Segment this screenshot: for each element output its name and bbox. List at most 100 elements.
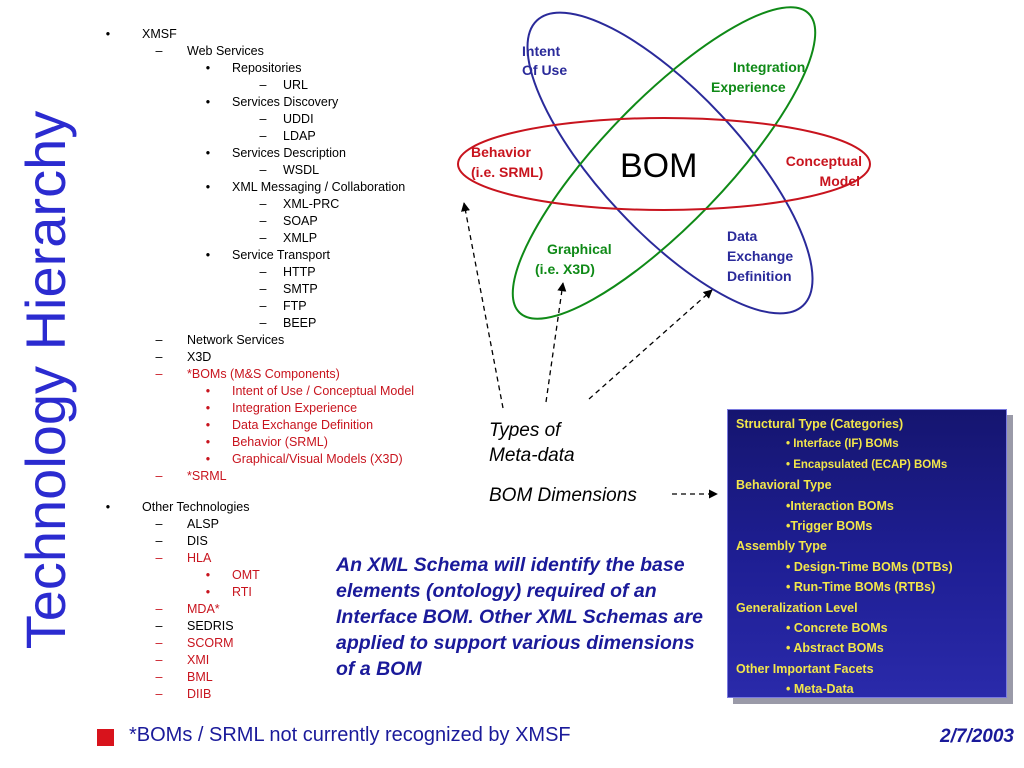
- dash-icon: –: [155, 670, 163, 684]
- outline-item: •Other Technologies: [98, 499, 448, 516]
- bullet-icon: •: [205, 435, 211, 449]
- dash-icon: –: [155, 619, 163, 633]
- integration-label-line1: Integration: [733, 59, 805, 75]
- bullet-icon: •: [205, 384, 211, 398]
- outline-item: – DIIB: [98, 686, 448, 703]
- bom-center-label: BOM: [620, 147, 697, 185]
- outline-item-text: WSDL: [283, 163, 320, 177]
- outline-item: –MDA*: [98, 601, 448, 618]
- outline-item-text: SCORM: [187, 636, 234, 650]
- outline-item: – SOAP: [98, 213, 448, 230]
- outline-item-text: *SRML: [187, 469, 227, 483]
- outline-item: –ALSP: [98, 516, 448, 533]
- outline-item: •RTI: [98, 584, 448, 601]
- outline-item: – Network Services: [98, 332, 448, 349]
- outline-item-text: *BOMs (M&S Components): [187, 367, 340, 381]
- outline-item-text: Behavior (SRML): [232, 435, 328, 449]
- conceptual-label-line2: Model: [820, 173, 860, 189]
- outline-item-text: X3D: [187, 350, 212, 364]
- dash-icon: –: [155, 687, 163, 701]
- outline-item: –SMTP: [98, 281, 448, 298]
- outline-item: –DIS: [98, 533, 448, 550]
- outline-item-text: SMTP: [283, 282, 318, 296]
- outline-item-text: Other Technologies: [142, 500, 250, 514]
- dimension-item: • Concrete BOMs: [786, 620, 888, 635]
- dimension-item: •Trigger BOMs: [786, 518, 873, 533]
- outline-item: – X3D: [98, 349, 448, 366]
- bullet-icon: •: [205, 568, 211, 582]
- dash-icon: –: [259, 299, 267, 313]
- behavior-conceptual-ellipse: [457, 117, 871, 211]
- bullet-icon: •: [205, 418, 211, 432]
- dash-icon: –: [155, 350, 163, 364]
- outline-item-text: BEEP: [283, 316, 317, 330]
- dash-icon: –: [155, 551, 163, 565]
- outline-item: •Services Discovery: [98, 94, 448, 111]
- dash-icon: –: [259, 316, 267, 330]
- outline-item: • Behavior (SRML): [98, 434, 448, 451]
- technology-outline: •XMSF–Web Services•Repositories–URL•Serv…: [98, 26, 448, 703]
- outline-item-text: OMT: [232, 568, 260, 582]
- outline-item-text: UDDI: [283, 112, 314, 126]
- dimension-item: • Meta-Data: [786, 682, 854, 697]
- outline-item-text: HLA: [187, 551, 212, 565]
- dash-icon: –: [155, 367, 163, 381]
- footer-date: 2/7/2003: [940, 726, 1014, 747]
- outline-item: •Service Transport: [98, 247, 448, 264]
- bullet-icon: •: [105, 27, 111, 41]
- dimension-item: • Abstract BOMs: [786, 641, 884, 656]
- dimension-item: • Interface (IF) BOMs: [786, 438, 899, 451]
- dash-icon: –: [155, 636, 163, 650]
- types-label-line1: Types of: [489, 420, 561, 441]
- dimension-category: Other Important Facets: [736, 661, 874, 676]
- dimension-item: • Encapsulated (ECAP) BOMs: [786, 458, 948, 471]
- outline-item: – HLA: [98, 550, 448, 567]
- footer-note: *BOMs / SRML not currently recognized by…: [129, 724, 571, 746]
- outline-item-text: HTTP: [283, 265, 316, 279]
- footer-bullet-square: [97, 729, 114, 746]
- meta-data-arrow-behavior: [461, 202, 504, 409]
- bom-dimensions-label: BOM Dimensions: [489, 485, 637, 506]
- bullet-icon: •: [205, 95, 211, 109]
- dash-icon: –: [259, 163, 267, 177]
- dash-icon: –: [259, 265, 267, 279]
- outline-item: –FTP: [98, 298, 448, 315]
- dimension-item: • Design-Time BOMs (DTBs): [786, 559, 953, 574]
- outline-item-text: Integration Experience: [232, 401, 358, 415]
- outline-item-text: DIIB: [187, 687, 212, 701]
- outline-item-text: LDAP: [283, 129, 316, 143]
- outline-item: –URL: [98, 77, 448, 94]
- conceptual-label-line1: Conceptual: [786, 153, 862, 169]
- outline-item: •XMSF: [98, 26, 448, 43]
- xml-schema-note: An XML Schema will identify the base ele…: [336, 554, 704, 680]
- dash-icon: –: [259, 214, 267, 228]
- dash-icon: –: [155, 333, 163, 347]
- types-of-meta-data-label: Types of Meta-data: [489, 418, 575, 468]
- dash-icon: –: [155, 517, 163, 531]
- dimension-item: •Interaction BOMs: [786, 498, 894, 513]
- outline-item: – *BOMs (M&S Components): [98, 366, 448, 383]
- intent-label-line2: Of Use: [522, 62, 567, 78]
- behavior-label-line2: (i.e. SRML): [471, 164, 543, 180]
- outline-item-text: SOAP: [283, 214, 318, 228]
- dash-icon: –: [259, 112, 267, 126]
- intent-data-exchange-ellipse: [526, 11, 814, 315]
- dimension-category: Generalization Level: [736, 600, 858, 615]
- dimension-item: • Run-Time BOMs (RTBs): [786, 580, 936, 595]
- outline-item-text: Network Services: [187, 333, 285, 347]
- bullet-icon: •: [205, 180, 211, 194]
- outline-item: – BEEP: [98, 315, 448, 332]
- outline-item: – XML-PRC: [98, 196, 448, 213]
- outline-item: •Repositories: [98, 60, 448, 77]
- dash-icon: –: [155, 469, 163, 483]
- dash-icon: –: [155, 602, 163, 616]
- bullet-icon: •: [205, 401, 211, 415]
- types-label-line2: Meta-data: [489, 445, 575, 466]
- dash-icon: –: [259, 197, 267, 211]
- outline-item-text: XML-PRC: [283, 197, 340, 211]
- bullet-icon: •: [205, 61, 211, 75]
- dimension-category: Assembly Type: [736, 539, 827, 554]
- outline-item-text: XML Messaging / Collaboration: [232, 180, 406, 194]
- dash-icon: –: [155, 653, 163, 667]
